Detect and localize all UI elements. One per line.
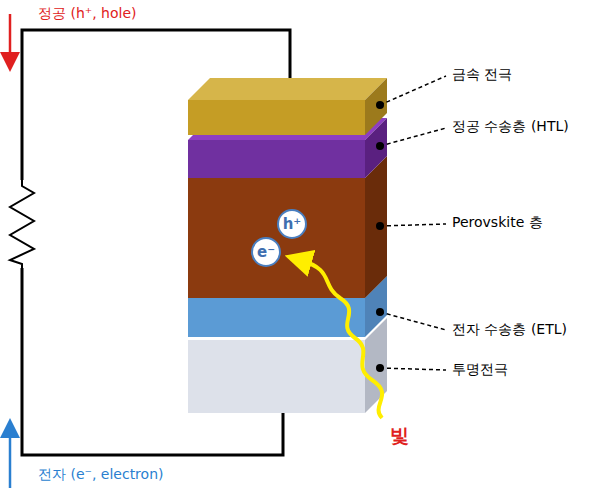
electron-arrow <box>9 428 12 488</box>
hole-caption: 정공 (h⁺, hole) <box>38 5 136 22</box>
hole-arrow <box>9 14 12 62</box>
layer-name: 금속 전극 <box>452 66 512 83</box>
light-label: 빛 <box>390 424 409 447</box>
electron-circle: e⁻ <box>251 237 281 267</box>
light-ray <box>300 260 382 418</box>
electron-caption: 전자 (e⁻, electron) <box>38 466 163 483</box>
layer-name: 전자 수송층 (ETL) <box>452 321 567 338</box>
charge-symbol: h⁺ <box>283 215 302 233</box>
charge-symbol: e⁻ <box>257 243 275 261</box>
layer-name: 투명전극 <box>452 361 508 378</box>
layer-name: Perovskite 층 <box>452 214 543 231</box>
resistor-symbol <box>10 180 34 268</box>
hole-circle: h⁺ <box>277 209 307 239</box>
metal-electrode-layer <box>188 78 387 135</box>
leader-line <box>380 76 446 370</box>
layer-name: 정공 수송층 (HTL) <box>452 118 569 135</box>
leader-dot <box>376 101 384 372</box>
